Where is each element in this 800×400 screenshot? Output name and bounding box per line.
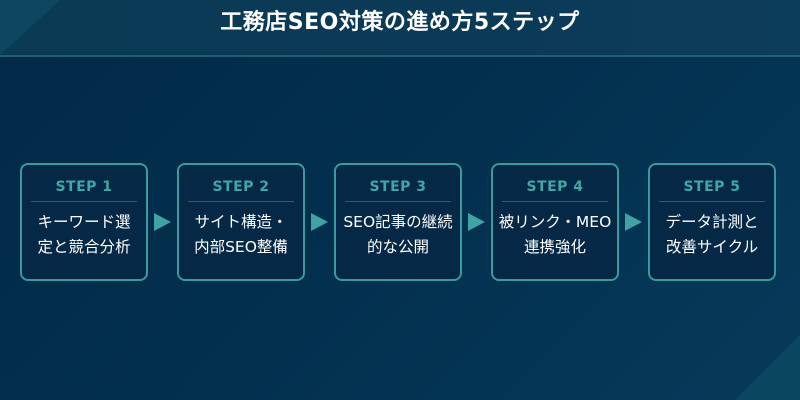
arrow-right-icon [305, 213, 334, 231]
step-text: キーワード選 定と競合分析 [37, 213, 131, 256]
step-card-3: STEP 3 SEO記事の継続 的な公開 [334, 163, 462, 281]
header: 工務店SEO対策の進め方5ステップ [0, 0, 800, 57]
page-title: 工務店SEO対策の進め方5ステップ [220, 10, 580, 35]
arrow-right-icon [148, 213, 177, 231]
step-label: STEP 5 [683, 179, 741, 195]
step-text: サイト構造・ 内部SEO整備 [194, 213, 288, 256]
step-label: STEP 1 [55, 179, 113, 195]
decorative-corner [735, 335, 800, 400]
step-card-4: STEP 4 被リンク・MEO 連携強化 [491, 163, 619, 281]
divider [502, 201, 608, 202]
main-panel: STEP 1 キーワード選 定と競合分析 STEP 2 サイト構造・ 内部SEO… [0, 57, 800, 400]
step-text: SEO記事の継続 的な公開 [343, 213, 453, 256]
divider [188, 201, 294, 202]
step-card-5: STEP 5 データ計測と 改善サイクル [648, 163, 776, 281]
step-label: STEP 3 [369, 179, 427, 195]
arrow-right-icon [619, 213, 648, 231]
step-label: STEP 2 [212, 179, 270, 195]
decorative-corner [0, 0, 60, 55]
step-card-1: STEP 1 キーワード選 定と競合分析 [20, 163, 148, 281]
step-flow: STEP 1 キーワード選 定と競合分析 STEP 2 サイト構造・ 内部SEO… [20, 163, 776, 281]
step-label: STEP 4 [526, 179, 584, 195]
divider [31, 201, 137, 202]
divider [345, 201, 451, 202]
step-text: データ計測と 改善サイクル [665, 213, 759, 256]
step-text: 被リンク・MEO 連携強化 [498, 213, 612, 256]
step-card-2: STEP 2 サイト構造・ 内部SEO整備 [177, 163, 305, 281]
arrow-right-icon [462, 213, 491, 231]
divider [659, 201, 765, 202]
